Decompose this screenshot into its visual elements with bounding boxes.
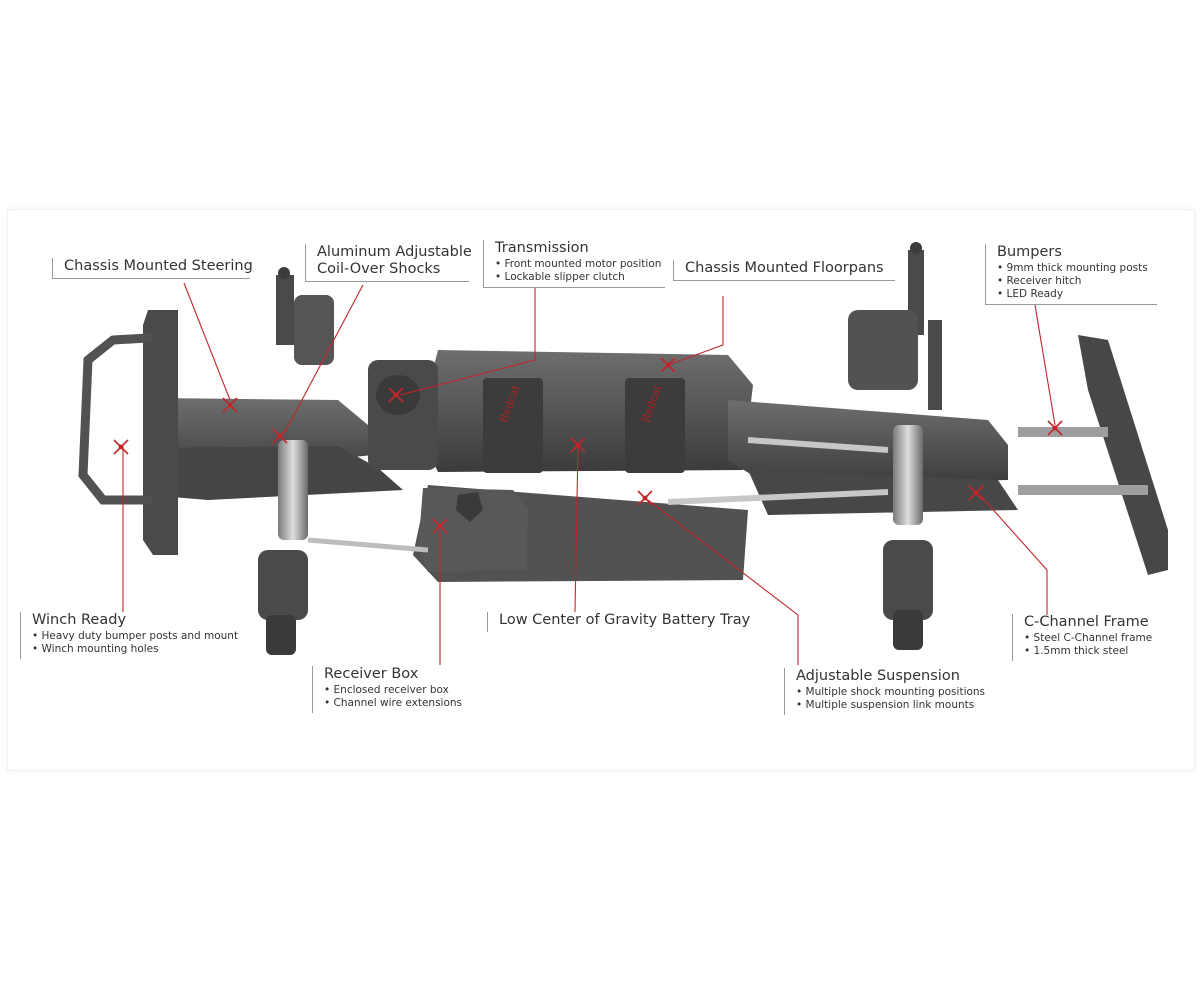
marker-frame bbox=[968, 485, 984, 501]
front-link bbox=[307, 537, 429, 553]
callout-title: Bumpers bbox=[997, 244, 1062, 260]
rear-shock-tower-2 bbox=[928, 320, 942, 410]
callout-bullets: Multiple shock mounting positions Multip… bbox=[796, 686, 986, 712]
steering-bracket bbox=[294, 295, 334, 365]
callout-title: Transmission bbox=[495, 240, 589, 256]
front-axle-hub bbox=[266, 615, 296, 655]
marker-winch bbox=[113, 439, 129, 455]
leader-steering bbox=[183, 282, 231, 401]
callout-title: Chassis Mounted Steering bbox=[64, 258, 253, 274]
front-shock-spring bbox=[278, 440, 308, 540]
servo-left bbox=[483, 378, 543, 473]
marker-floorpans bbox=[660, 357, 676, 373]
callout-title: Receiver Box bbox=[324, 666, 419, 682]
callout-bullets: Enclosed receiver box Channel wire exten… bbox=[324, 684, 484, 710]
callout-bullet: Lockable slipper clutch bbox=[495, 271, 665, 284]
rear-frame-rail bbox=[728, 400, 1008, 485]
callout-coilover-shocks: Aluminum Adjustable Coil-Over Shocks bbox=[305, 244, 472, 282]
feature-markers bbox=[113, 357, 1063, 534]
callout-title: Adjustable Suspension bbox=[796, 668, 960, 684]
callout-bullet: 9mm thick mounting posts bbox=[997, 262, 1157, 275]
leader-floorpans bbox=[667, 296, 724, 366]
callout-bullets: Heavy duty bumper posts and mount Winch … bbox=[32, 630, 239, 656]
leader-battery bbox=[574, 444, 579, 613]
callout-battery-tray: Low Center of Gravity Battery Tray bbox=[487, 612, 761, 632]
receiver-box-emblem bbox=[456, 492, 483, 522]
callout-bullet: Winch mounting holes bbox=[32, 643, 232, 656]
callout-title: Low Center of Gravity Battery Tray bbox=[499, 612, 751, 628]
callout-bullet: 1.5mm thick steel bbox=[1024, 645, 1174, 658]
callout-title-line1: Aluminum Adjustable bbox=[317, 244, 472, 260]
callout-title: Winch Ready bbox=[32, 612, 127, 628]
callout-receiver-box: Receiver Box Enclosed receiver box Chann… bbox=[312, 666, 484, 713]
callout-title: C-Channel Frame bbox=[1024, 614, 1149, 630]
front-bumper bbox=[143, 310, 178, 555]
marker-battery bbox=[570, 437, 586, 453]
callout-bullet: Receiver hitch bbox=[997, 275, 1157, 288]
callout-bumpers: Bumpers 9mm thick mounting posts Receive… bbox=[985, 244, 1157, 305]
front-frame-lower bbox=[143, 446, 403, 500]
callout-winch-ready: Winch Ready Heavy duty bumper posts and … bbox=[20, 612, 239, 659]
leader-frame bbox=[979, 494, 1048, 615]
callout-bullet: Front mounted motor position bbox=[495, 258, 665, 271]
callout-bullet: Channel wire extensions bbox=[324, 697, 484, 710]
chassis: Redcat Redcat bbox=[78, 242, 1168, 655]
rear-axle-knuckle bbox=[883, 540, 933, 620]
callout-bullets: Front mounted motor position Lockable sl… bbox=[495, 258, 665, 284]
front-shock-tower bbox=[276, 275, 294, 345]
rear-bumper bbox=[1078, 335, 1168, 575]
floorpan-top bbox=[418, 350, 753, 472]
leader-suspension bbox=[647, 499, 799, 665]
callout-adjustable-suspension: Adjustable Suspension Multiple shock mou… bbox=[784, 668, 986, 715]
marker-steering bbox=[222, 397, 238, 413]
marker-bumpers bbox=[1047, 420, 1063, 436]
marker-receiver bbox=[432, 518, 448, 534]
callout-bullet: Enclosed receiver box bbox=[324, 684, 484, 697]
chassis-illustration: Redcat Redcat bbox=[78, 242, 1168, 665]
rear-suspension-mount bbox=[848, 310, 918, 390]
callout-chassis-steering: Chassis Mounted Steering bbox=[52, 258, 253, 279]
callout-transmission: Transmission Front mounted motor positio… bbox=[483, 240, 665, 288]
rear-axle-hub bbox=[893, 610, 923, 650]
callout-bullets: 9mm thick mounting posts Receiver hitch … bbox=[997, 262, 1157, 301]
callout-floorpans: Chassis Mounted Floorpans bbox=[673, 260, 895, 281]
rear-shock-top-1 bbox=[910, 242, 922, 254]
callout-bullet: Heavy duty bumper posts and mount bbox=[32, 630, 239, 643]
callout-bullet: LED Ready bbox=[997, 288, 1157, 301]
leader-shocks bbox=[285, 284, 364, 431]
marker-suspension bbox=[637, 490, 653, 506]
rear-shock-spring bbox=[893, 425, 923, 525]
callout-bullet: Multiple suspension link mounts bbox=[796, 699, 986, 712]
callout-title: Chassis Mounted Floorpans bbox=[685, 260, 884, 276]
servo-right bbox=[625, 378, 685, 473]
marker-transmission bbox=[388, 387, 404, 403]
marker-shocks bbox=[272, 428, 288, 444]
diagram-panel: Redcat Redcat bbox=[8, 210, 1194, 770]
callout-bullet: Steel C-Channel frame bbox=[1024, 632, 1174, 645]
callout-title-line2: Coil-Over Shocks bbox=[317, 261, 441, 277]
front-axle-knuckle bbox=[258, 550, 308, 620]
leader-transmission bbox=[399, 288, 536, 396]
suspension-link-lower bbox=[667, 489, 889, 505]
callout-c-channel-frame: C-Channel Frame Steel C-Channel frame 1.… bbox=[1012, 614, 1174, 661]
receiver-box bbox=[418, 488, 528, 572]
callout-bullet: Multiple shock mounting positions bbox=[796, 686, 986, 699]
callout-bullets: Steel C-Channel frame 1.5mm thick steel bbox=[1024, 632, 1174, 658]
suspension-link-upper bbox=[747, 437, 889, 453]
leader-lines bbox=[122, 282, 1056, 665]
leader-bumpers bbox=[1034, 304, 1056, 426]
front-shock-top bbox=[278, 267, 290, 279]
front-bumper-bar bbox=[78, 333, 153, 505]
